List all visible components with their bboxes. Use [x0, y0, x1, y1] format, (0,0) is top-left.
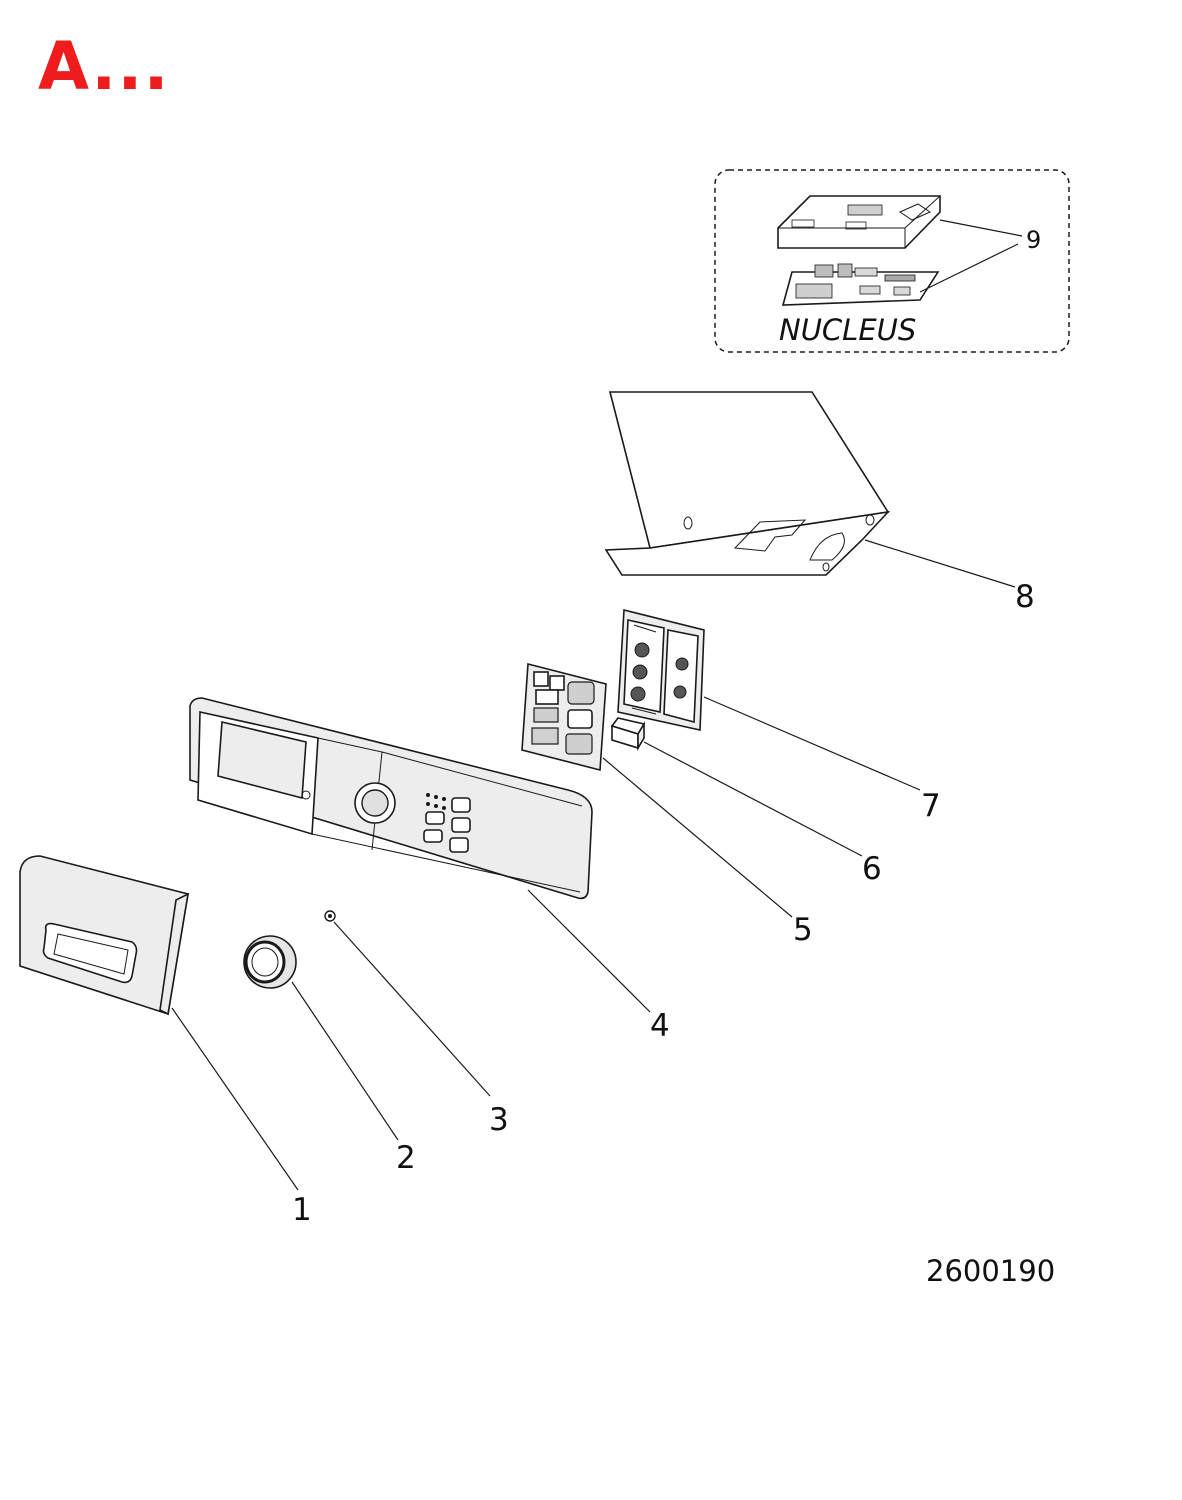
callout-1: 1 — [292, 1192, 312, 1228]
callout-7: 7 — [921, 788, 941, 824]
callout-3: 3 — [489, 1102, 509, 1138]
nucleus-label: NUCLEUS — [779, 313, 916, 347]
knob-part-2[interactable] — [243, 935, 297, 989]
key-board-part-7[interactable] — [617, 608, 705, 731]
circuit-board-part[interactable] — [781, 263, 940, 306]
drawer-handle-part-1[interactable] — [19, 855, 190, 1016]
button-holder-part-5[interactable] — [521, 662, 607, 772]
control-panel-part-4[interactable] — [189, 697, 593, 900]
callout-8: 8 — [1015, 579, 1035, 615]
callout-6: 6 — [862, 851, 882, 887]
callout-9: 9 — [1026, 226, 1041, 254]
nucleus-inset: 9 NUCLEUS — [714, 169, 1070, 353]
callout-5: 5 — [793, 912, 813, 948]
page-title: A... — [38, 28, 170, 105]
electronic-cover-part[interactable] — [777, 195, 941, 249]
pin-part-3[interactable] — [324, 910, 336, 922]
callout-2: 2 — [396, 1140, 416, 1176]
drawing-number: 2600190 — [926, 1254, 1055, 1288]
cover-plate-part-8[interactable] — [604, 391, 891, 576]
callout-4: 4 — [650, 1008, 670, 1044]
connector-block-part-6[interactable] — [610, 717, 646, 751]
